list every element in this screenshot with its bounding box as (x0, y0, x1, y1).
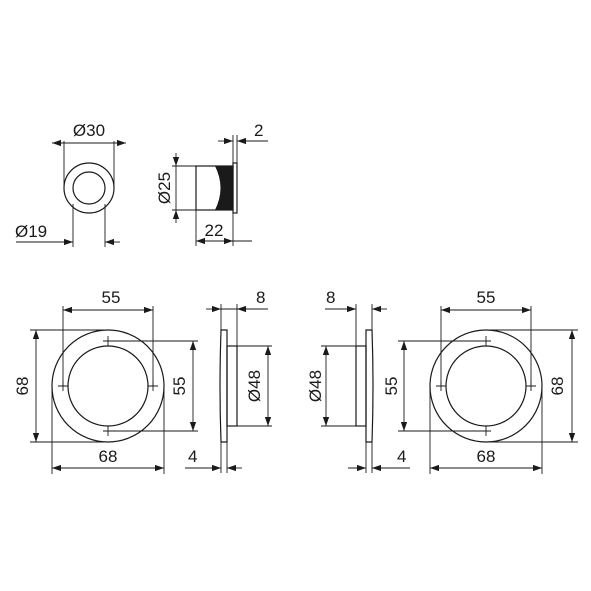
dim-hole-spacing-vertical: 55 (382, 377, 401, 396)
dim-hole-spacing-horizontal: 55 (102, 288, 121, 307)
outer-circle (429, 329, 543, 443)
dim-inner-diameter: Ø19 (15, 222, 47, 241)
dim-hole-spacing-horizontal: 55 (477, 288, 496, 307)
dim-rosette-width: 68 (99, 447, 118, 466)
sleeve-flange (232, 162, 238, 214)
rosette-boss (226, 345, 238, 427)
left-rosette-side-view: 8 Ø48 4 (185, 288, 272, 473)
small-rosette-front-view: Ø30 Ø19 (15, 121, 126, 247)
outer-circle (63, 162, 115, 214)
inner-circle (445, 345, 527, 427)
inner-circle (67, 345, 149, 427)
sleeve-shading (215, 166, 233, 210)
dim-hole-spacing-vertical: 55 (170, 377, 189, 396)
dim-rosette-height: 68 (548, 377, 567, 396)
dim-sleeve-diameter: Ø25 (155, 172, 174, 204)
dim-total-thickness: 8 (326, 288, 335, 307)
dim-plate-thickness: 4 (397, 447, 406, 466)
screw-hole-markers (58, 336, 158, 436)
dim-boss-diameter: Ø48 (245, 370, 264, 402)
left-rosette-front-view: 55 55 68 68 (13, 288, 198, 474)
dim-plate-thickness: 4 (188, 447, 197, 466)
screw-hole-markers (436, 336, 536, 436)
outer-circle (51, 329, 165, 443)
dim-sleeve-depth: 22 (205, 221, 224, 240)
rosette-plate (365, 329, 374, 443)
dim-rosette-width: 68 (477, 447, 496, 466)
small-rosette-side-view: Ø25 2 22 (155, 121, 268, 246)
dim-flange-thickness: 2 (254, 121, 263, 140)
rosette-plate (219, 329, 228, 443)
dim-rosette-height: 68 (13, 377, 32, 396)
rosette-boss (355, 345, 367, 427)
right-rosette-front-view: 55 55 68 68 (382, 288, 578, 474)
inner-circle (72, 171, 106, 205)
dim-boss-diameter: Ø48 (306, 370, 325, 402)
dim-total-thickness: 8 (256, 288, 265, 307)
dim-outer-diameter: Ø30 (73, 121, 105, 140)
right-rosette-side-view: 8 Ø48 4 (306, 288, 410, 473)
